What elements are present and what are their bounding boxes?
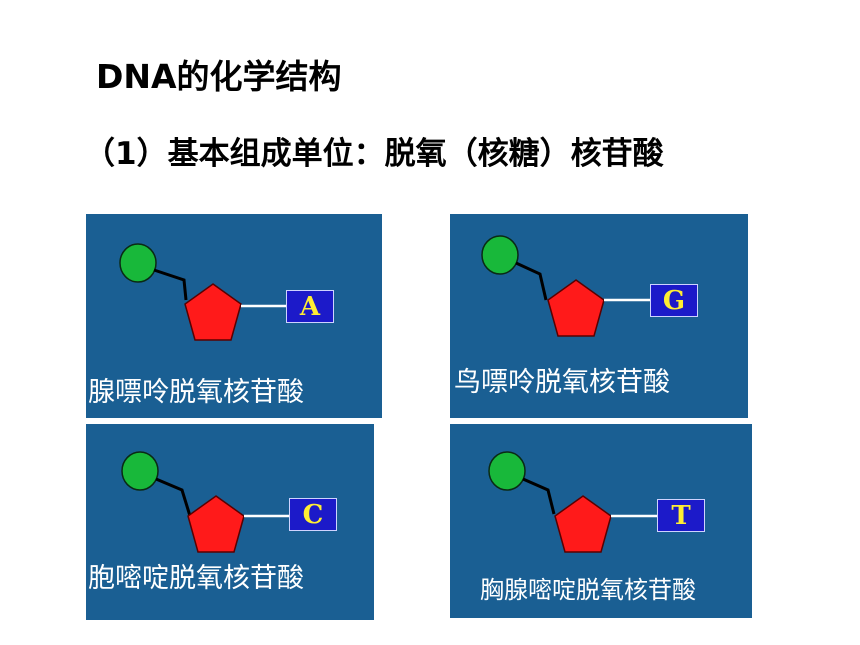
nucleotide-card-cytosine: C 胞嘧啶脱氧核苷酸 <box>86 424 374 620</box>
page-title: DNA的化学结构 <box>96 57 342 96</box>
nucleotide-diagram <box>481 235 650 337</box>
phosphodiester-link <box>155 477 192 517</box>
phosphodiester-link <box>522 477 556 515</box>
deoxyribose-sugar <box>547 279 605 337</box>
nucleotide-card-adenine: A 腺嘌呤脱氧核苷酸 <box>86 214 382 418</box>
phosphate-group <box>121 451 159 491</box>
base-box-a: A <box>286 290 334 323</box>
phosphodiester-link <box>153 268 188 301</box>
phosphate-group <box>119 243 157 283</box>
nucleotide-name: 鸟嘌呤脱氧核苷酸 <box>454 367 670 398</box>
nucleotide-diagram <box>119 243 286 341</box>
deoxyribose-sugar <box>554 495 612 553</box>
nucleotide-name: 胸腺嘧啶脱氧核苷酸 <box>480 576 696 604</box>
phosphate-group <box>488 451 526 491</box>
nucleotide-card-guanine: G 鸟嘌呤脱氧核苷酸 <box>450 214 748 418</box>
deoxyribose-sugar <box>187 495 245 553</box>
nucleotide-card-thymine: T 胸腺嘧啶脱氧核苷酸 <box>450 424 752 618</box>
base-box-g: G <box>650 284 698 317</box>
phosphodiester-link <box>515 261 548 301</box>
deoxyribose-sugar <box>184 283 242 341</box>
nucleotide-diagram <box>121 451 289 553</box>
nucleotide-name: 腺嘌呤脱氧核苷酸 <box>88 377 304 408</box>
nucleotide-diagram <box>488 451 657 553</box>
phosphate-group <box>481 235 519 275</box>
page-subtitle: （1）基本组成单位：脱氧（核糖）核苷酸 <box>84 136 664 172</box>
base-box-c: C <box>289 498 337 531</box>
base-box-t: T <box>657 499 705 532</box>
nucleotide-name: 胞嘧啶脱氧核苷酸 <box>88 563 304 594</box>
